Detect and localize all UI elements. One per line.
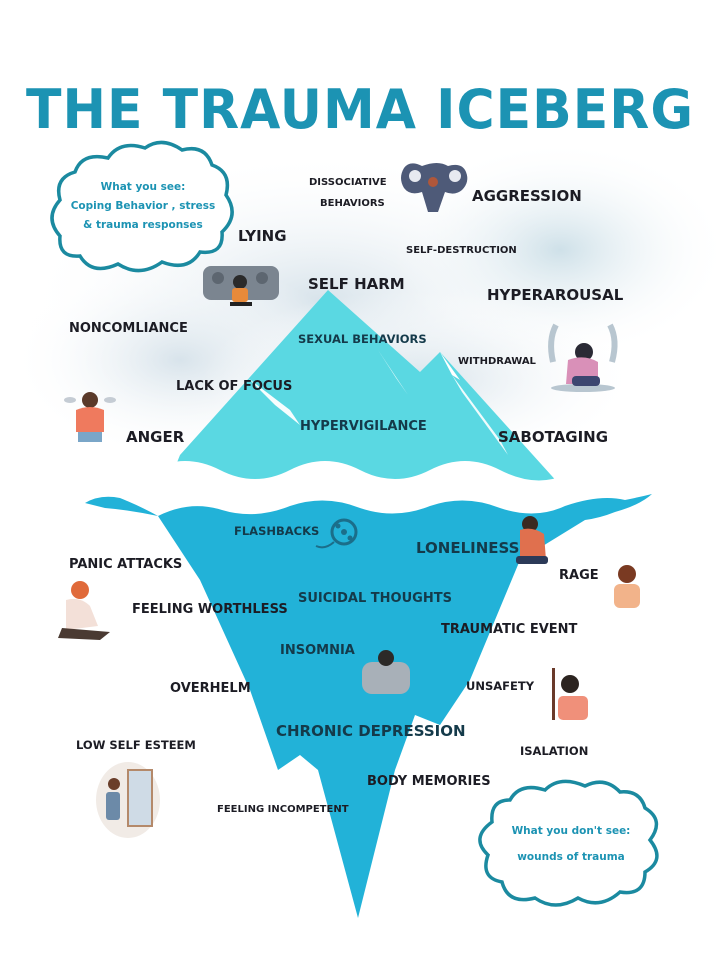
- label-aggression: AGGRESSION: [472, 187, 582, 205]
- label-traumatic-event: TRAUMATIC EVENT: [441, 622, 578, 637]
- label-lying: LYING: [238, 227, 287, 245]
- label-loneliness: LONELINESS: [416, 539, 520, 557]
- label-feeling-incompetent: FEELING INCOMPETENT: [217, 804, 349, 815]
- unsafety-figure-icon: [552, 668, 588, 720]
- label-dissociative-behaviors: BEHAVIORS: [320, 198, 385, 209]
- label-panic-attacks: PANIC ATTACKS: [69, 557, 183, 572]
- film-reel-icon: [315, 518, 358, 549]
- label-suicidal-thoughts: SUICIDAL THOUGHTS: [298, 591, 452, 606]
- label-unsafety: UNSAFETY: [466, 679, 535, 693]
- label-self-destruction: SELF-DESTRUCTION: [406, 245, 517, 256]
- label-dissociative: DISSOCIATIVE: [309, 177, 387, 188]
- label-flashbacks: FLASHBACKS: [234, 524, 320, 538]
- label-sexual-behaviors: SEXUAL BEHAVIORS: [298, 332, 427, 346]
- label-noncompliance: NONCOMLIANCE: [69, 321, 188, 336]
- cloud-top-line-3: & trauma responses: [83, 219, 203, 231]
- label-body-memories: BODY MEMORIES: [367, 774, 491, 789]
- cloud-what-you-see: [50, 140, 234, 273]
- cloud-top-text: What you see: Coping Behavior , stress &…: [60, 178, 226, 235]
- label-isalation: ISALATION: [520, 744, 589, 758]
- withdrawal-figure-icon: [548, 323, 618, 392]
- cloud-top-line-1: What you see:: [100, 181, 186, 193]
- label-withdrawal: WITHDRAWAL: [458, 356, 536, 367]
- anger-figure-icon: [64, 392, 116, 442]
- cloud-what-you-dont-see: [478, 779, 659, 907]
- label-insomnia: INSOMNIA: [280, 643, 355, 658]
- label-self-harm: SELF HARM: [308, 275, 405, 293]
- label-overhelm: OVERHELM: [170, 681, 251, 696]
- label-anger: ANGER: [126, 428, 185, 446]
- self-esteem-mirror-figure-icon: [96, 762, 160, 838]
- crowd-isolation-figure-icon: [203, 266, 279, 306]
- cloud-bottom-text: What you don't see: wounds of trauma: [486, 818, 656, 870]
- panic-figure-icon: [58, 581, 110, 640]
- cloud-bottom-line-1: What you don't see:: [511, 825, 631, 837]
- label-feeling-worthless: FEELING WORTHLESS: [132, 602, 288, 617]
- label-chronic-depression: CHRONIC DEPRESSION: [276, 722, 466, 740]
- cloud-bottom-line-2: wounds of trauma: [517, 851, 625, 863]
- label-hyperarousal: HYPERAROUSAL: [487, 286, 624, 304]
- label-sabotaging: SABOTAGING: [498, 428, 609, 446]
- page-title: THE TRAUMA ICEBERG: [26, 78, 694, 142]
- insomnia-figure-icon: [362, 650, 410, 694]
- dissociative-figure-icon: [401, 163, 468, 212]
- label-hypervigilance: HYPERVIGILANCE: [300, 419, 427, 434]
- loneliness-figure-icon: [516, 516, 548, 564]
- rage-figure-icon: [614, 565, 640, 608]
- label-low-self-esteem: LOW SELF ESTEEM: [76, 738, 196, 752]
- label-rage: RAGE: [559, 568, 599, 583]
- iceberg-tip: [170, 290, 560, 492]
- iceberg-submerged: [85, 494, 652, 918]
- cloud-top-line-2: Coping Behavior , stress: [70, 200, 216, 212]
- label-lack-of-focus: LACK OF FOCUS: [176, 379, 293, 394]
